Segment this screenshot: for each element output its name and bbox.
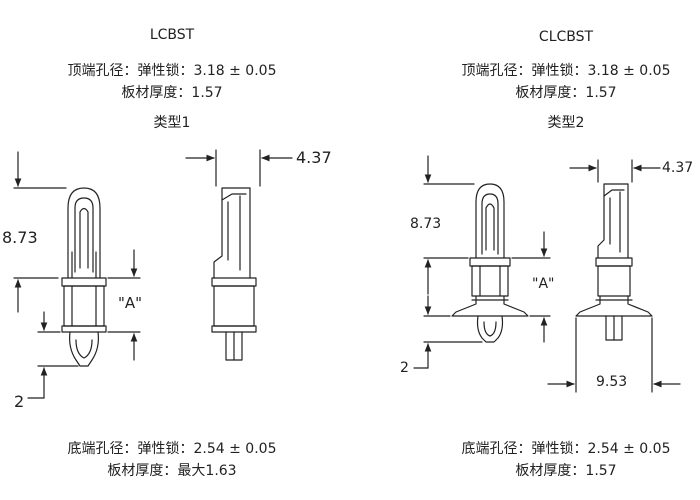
right-width-dim-label: 4.37	[662, 160, 694, 176]
right-height-dim-label: 8.73	[410, 216, 442, 232]
left-a-dim-label: "A"	[118, 294, 143, 312]
left-front-view	[61, 187, 107, 367]
right-bottom-dim-label: 2	[400, 360, 409, 376]
right-bottom-dimension	[413, 295, 483, 369]
right-side-view	[575, 183, 653, 341]
right-a-dim-label: "A"	[532, 276, 555, 292]
left-bottom-dimension	[27, 311, 79, 399]
left-height-dim-label: 8.73	[2, 228, 38, 247]
right-model-title: CLCBST	[538, 29, 594, 45]
right-type-label: 类型2	[547, 115, 585, 131]
left-width-dimension	[185, 149, 293, 187]
right-flange-dimension	[547, 317, 681, 393]
left-a-dimension	[107, 249, 141, 361]
right-front-view	[451, 183, 529, 343]
left-type-label: 类型1	[153, 115, 191, 131]
right-width-dimension	[569, 159, 661, 183]
left-top-board-spec: 板材厚度：1.57	[121, 85, 223, 101]
right-bottom-hole-spec: 底端孔径：弹性锁：2.54 ± 0.05	[461, 441, 671, 457]
left-height-dimension	[13, 151, 67, 313]
right-bottom-board-spec: 板材厚度：1.57	[515, 463, 617, 479]
left-bottom-dim-label: 2	[14, 392, 25, 411]
right-a-dimension	[511, 231, 551, 343]
left-bottom-hole-spec: 底端孔径：弹性锁：2.54 ± 0.05	[67, 441, 277, 457]
right-top-board-spec: 板材厚度：1.57	[515, 85, 617, 101]
left-side-view	[211, 187, 257, 361]
right-height-dimension	[423, 155, 475, 295]
left-width-dim-label: 4.37	[296, 148, 332, 167]
left-model-title: LCBST	[149, 27, 195, 43]
left-bottom-board-spec: 板材厚度：最大1.63	[107, 463, 237, 479]
right-top-hole-spec: 顶端孔径：弹性锁：3.18 ± 0.05	[461, 63, 671, 79]
left-top-hole-spec: 顶端孔径：弹性锁：3.18 ± 0.05	[67, 63, 277, 79]
right-flange-dim-label: 9.53	[596, 374, 628, 390]
